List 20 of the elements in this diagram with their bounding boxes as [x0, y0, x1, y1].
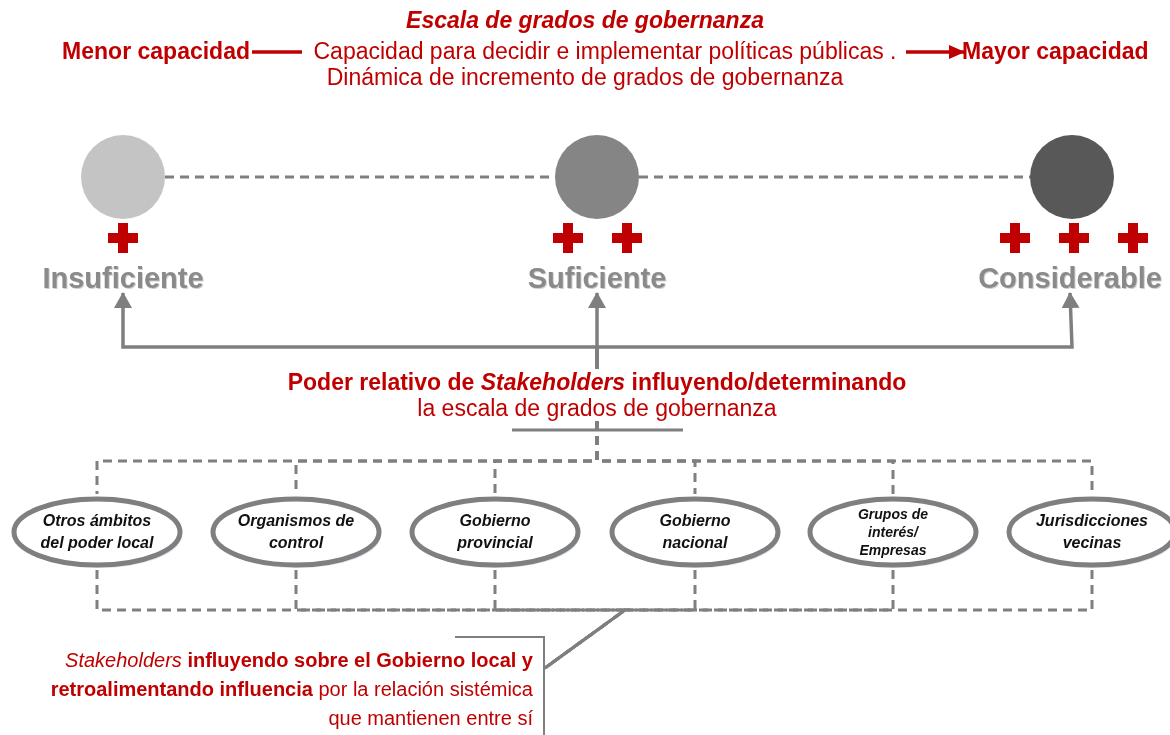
heading-text: Capacidad para decidir e implementar políticas públicas . — [312, 37, 898, 65]
callout-bracket: Stakeholders influyendo sobre el Gobierno local y retroalimentando influencia por la relación sistémica que mantienen entre sí — [40, 636, 545, 735]
stakeholder-ellipse: Otros ámbitos del poder local — [9, 494, 185, 570]
arrow — [906, 45, 965, 59]
level-label: Suficiente — [526, 263, 668, 293]
stakeholder-ellipse: Gobierno nacional — [607, 494, 783, 570]
heading-text: Poder relativo de Stakeholders influyendo/determinando — [286, 369, 908, 395]
connector-line — [544, 570, 1094, 670]
level-label: Insuficiente — [41, 263, 205, 293]
stakeholder-ellipse: Gobierno provincial — [407, 494, 583, 570]
arrow — [595, 292, 1080, 369]
stakeholder-ellipse: Grupos de interés/ Empresas — [805, 494, 981, 570]
stakeholder-ellipse: Organismos de control — [208, 494, 384, 570]
heading-text: Mayor capacidad — [962, 37, 1150, 65]
subtitle-text: Dinámica de incremento de grados de gobernanza — [325, 64, 845, 91]
level-label: Considerable — [977, 263, 1163, 293]
heading-text: Menor capacidad — [61, 37, 250, 65]
heading-text: la escala de grados de gobernanza — [416, 395, 778, 421]
diagram-title: Escala de grados de gobernanza — [405, 7, 765, 34]
connector-line — [252, 50, 302, 54]
